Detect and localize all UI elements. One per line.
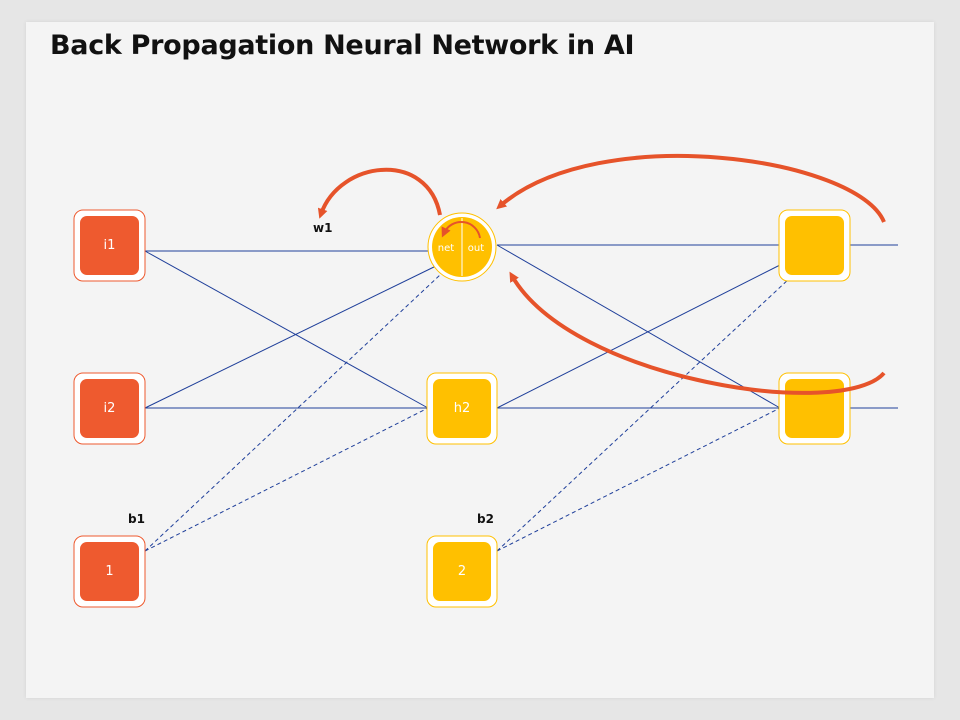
input-node-i2-label: i2 <box>104 401 116 416</box>
connection-h2-o1 <box>496 264 781 409</box>
hidden-node-h2: h2 <box>426 372 498 445</box>
bias-node-1: 1 <box>73 535 146 608</box>
connection-b1-h2 <box>144 407 429 552</box>
hidden-node-h2-label: h2 <box>454 401 471 416</box>
hidden-node-h1-out-label: out <box>468 243 484 254</box>
bias-label-b1: b1 <box>128 512 145 526</box>
hidden-node-h1-net-label: net <box>438 243 454 254</box>
connection-b2-o1 <box>496 277 791 552</box>
connection-b2-o2 <box>496 407 781 552</box>
backprop-arrow-top <box>496 154 886 223</box>
input-node-i1-label: i1 <box>104 238 116 253</box>
input-node-i2: i2 <box>73 372 146 445</box>
bias-label-b2: b2 <box>477 512 494 526</box>
hidden-node-h1: net out <box>427 212 497 282</box>
bias-node-2-label: 2 <box>458 564 466 579</box>
weight-label-w1: w1 <box>313 221 332 235</box>
backprop-arrow-bottom <box>509 271 886 395</box>
page-title: Back Propagation Neural Network in AI <box>50 30 635 61</box>
bias-node-2: 2 <box>426 535 498 608</box>
bias-connections <box>144 274 791 552</box>
solid-connections <box>144 244 898 409</box>
inner-arrow <box>441 221 481 239</box>
output-node-2 <box>778 372 851 445</box>
connection-i1-h2 <box>144 250 429 409</box>
backprop-arrow-w1 <box>317 167 442 219</box>
output-node-1 <box>778 209 851 282</box>
backprop-arrows <box>317 154 886 395</box>
bias-node-1-label: 1 <box>105 564 113 579</box>
connection-b1-h1 <box>144 274 441 552</box>
connection-i2-h1 <box>144 264 439 409</box>
input-node-i1: i1 <box>73 209 146 282</box>
connection-h1-o2 <box>496 244 781 409</box>
